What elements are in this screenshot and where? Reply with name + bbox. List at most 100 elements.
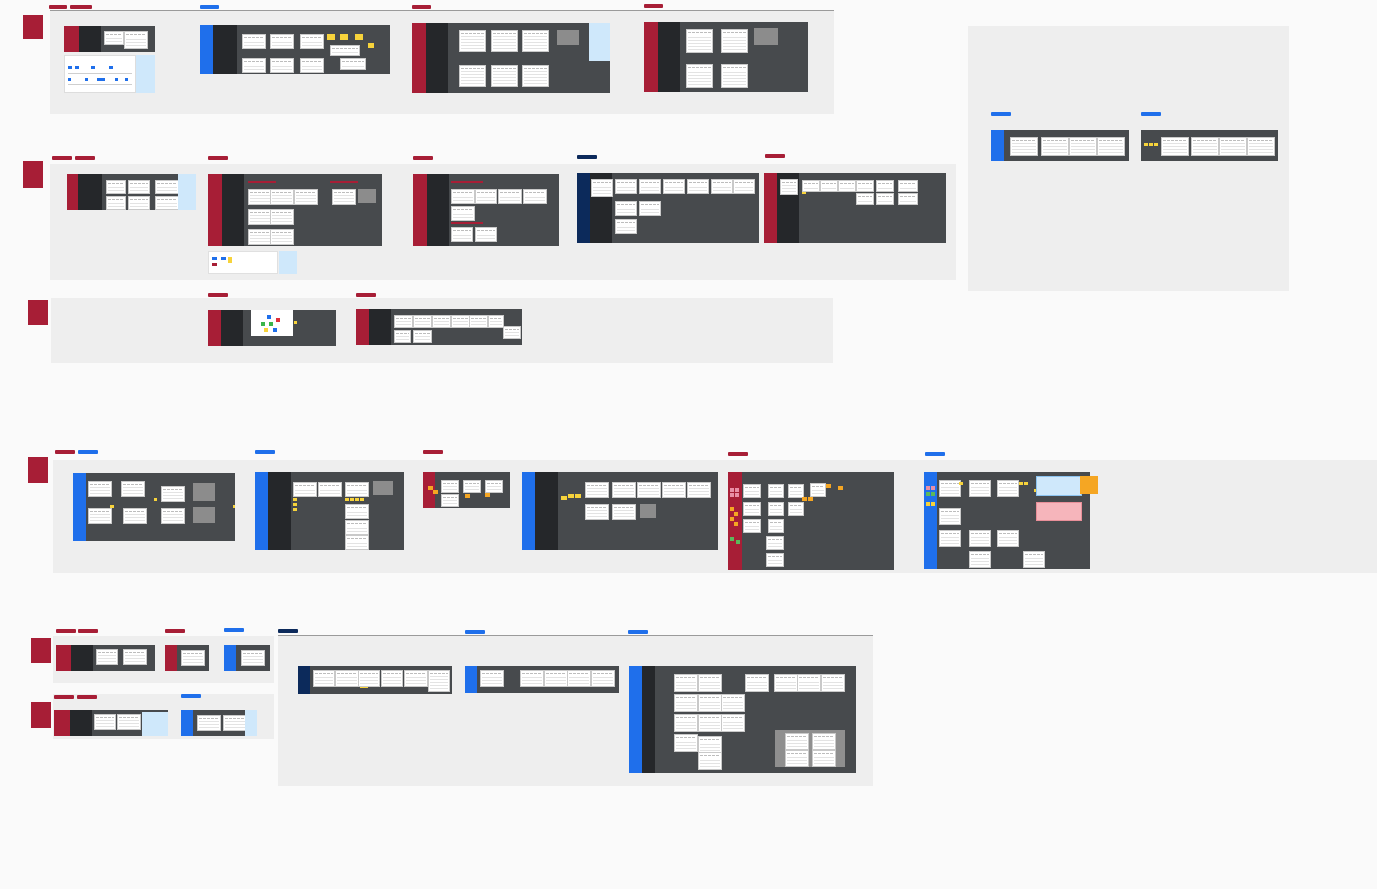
wireframe-frame[interactable] (465, 666, 619, 693)
screen-card[interactable] (485, 480, 503, 493)
screen-card[interactable] (381, 670, 403, 687)
frame-tag[interactable] (165, 629, 185, 633)
placeholder-card[interactable] (193, 483, 215, 501)
screen-card[interactable] (270, 34, 294, 49)
row-label-4[interactable] (28, 457, 48, 483)
wireframe-frame[interactable] (629, 666, 856, 773)
screen-card[interactable] (785, 733, 809, 750)
frame-tag[interactable] (577, 155, 597, 159)
frame-tag[interactable] (77, 695, 97, 699)
screen-card[interactable] (898, 180, 918, 192)
wireframe-frame[interactable] (522, 472, 718, 550)
screen-card[interactable] (451, 315, 470, 328)
screen-card[interactable] (441, 494, 459, 507)
screen-card[interactable] (876, 180, 894, 192)
screen-card[interactable] (242, 58, 266, 73)
sticky-note[interactable] (294, 321, 297, 324)
placeholder-card[interactable] (373, 481, 393, 495)
screen-card[interactable] (270, 229, 294, 245)
sticky-note[interactable] (228, 257, 232, 263)
screen-card[interactable] (340, 58, 366, 70)
row-label-1[interactable] (23, 15, 43, 39)
screen-card[interactable] (698, 674, 722, 692)
screen-card[interactable] (544, 670, 568, 687)
sticky-note[interactable] (1144, 143, 1148, 146)
frame-tag[interactable] (644, 4, 663, 8)
screen-card[interactable] (821, 674, 845, 692)
screen-card[interactable] (969, 530, 991, 547)
wireframe-frame[interactable] (991, 130, 1129, 161)
screen-card[interactable] (615, 179, 637, 194)
frame-tag[interactable] (255, 450, 275, 454)
screen-card[interactable] (270, 58, 294, 73)
screen-card[interactable] (639, 179, 661, 194)
screen-card[interactable] (768, 519, 784, 533)
frame-tag[interactable] (465, 630, 485, 634)
frame-tag[interactable] (765, 154, 785, 158)
screen-card[interactable] (491, 30, 518, 52)
frame-tag[interactable] (78, 450, 98, 454)
screen-card[interactable] (674, 674, 698, 692)
frame-tag[interactable] (55, 450, 75, 454)
screen-card[interactable] (585, 504, 609, 520)
screen-card[interactable] (459, 30, 486, 52)
wireframe-frame[interactable] (423, 472, 510, 508)
frame-tag[interactable] (925, 452, 945, 456)
screen-card[interactable] (300, 34, 324, 49)
placeholder-card[interactable] (754, 28, 778, 45)
sticky-note[interactable] (233, 505, 235, 508)
screen-card[interactable] (332, 189, 356, 205)
screen-card[interactable] (155, 196, 179, 210)
frame-tag[interactable] (49, 5, 67, 9)
screen-card[interactable] (248, 189, 272, 205)
screen-card[interactable] (88, 508, 112, 524)
frame-tag[interactable] (413, 156, 433, 160)
screen-card[interactable] (686, 64, 713, 88)
sticky-note[interactable] (931, 502, 935, 506)
screen-card[interactable] (662, 482, 686, 498)
wireframe-frame[interactable] (208, 310, 336, 346)
wireframe-frame[interactable] (73, 473, 235, 541)
screen-card[interactable] (939, 508, 961, 525)
screen-card[interactable] (491, 65, 518, 87)
notes-panel[interactable] (245, 710, 257, 736)
screen-card[interactable] (520, 670, 544, 687)
screen-card[interactable] (743, 502, 761, 516)
screen-card[interactable] (523, 189, 547, 204)
screen-card[interactable] (687, 482, 711, 498)
wireframe-frame[interactable] (255, 472, 404, 550)
wireframe-frame[interactable] (208, 174, 382, 246)
screen-card[interactable] (123, 649, 147, 665)
screen-card[interactable] (96, 649, 118, 665)
screen-card[interactable] (674, 714, 698, 732)
screen-card[interactable] (345, 535, 369, 550)
screen-card[interactable] (394, 315, 413, 328)
sticky-note[interactable] (808, 497, 813, 501)
screen-card[interactable] (785, 750, 809, 767)
screen-card[interactable] (413, 330, 432, 343)
wireframe-frame[interactable] (224, 645, 270, 671)
sticky-note[interactable] (327, 34, 335, 40)
frame-tag[interactable] (54, 695, 74, 699)
frame-tag[interactable] (278, 629, 298, 633)
screen-card[interactable] (124, 31, 148, 49)
wireframe-frame[interactable] (54, 710, 168, 736)
wireframe-frame[interactable] (356, 309, 522, 345)
wireframe-frame[interactable] (412, 23, 610, 93)
wireframe-frame[interactable] (298, 666, 452, 694)
screen-card[interactable] (522, 65, 549, 87)
screen-card[interactable] (181, 650, 205, 666)
frame-tag[interactable] (78, 629, 98, 633)
screen-card[interactable] (475, 189, 497, 204)
screen-card[interactable] (345, 504, 369, 519)
screen-card[interactable] (721, 694, 745, 712)
wireframe-frame[interactable] (644, 22, 808, 92)
frame-tag[interactable] (181, 694, 201, 698)
screen-card[interactable] (394, 330, 411, 343)
screen-card[interactable] (687, 179, 709, 194)
screen-card[interactable] (898, 193, 918, 205)
screen-card[interactable] (117, 714, 141, 730)
screen-card[interactable] (721, 29, 748, 53)
placeholder-card[interactable] (358, 189, 376, 203)
notes-panel[interactable] (279, 251, 297, 274)
